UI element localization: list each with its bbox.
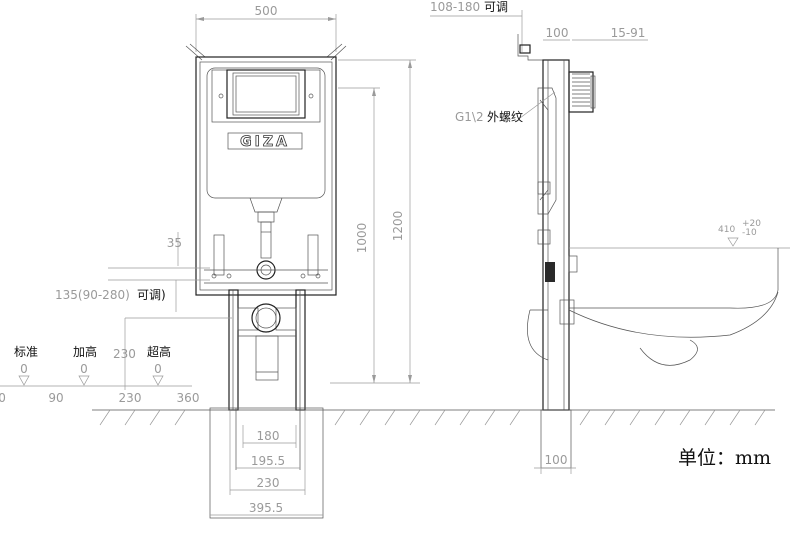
front-view: 500 GIZA bbox=[0, 4, 420, 519]
bowl-tolerance-minus: -10 bbox=[742, 228, 757, 238]
unit-label: 单位：mm bbox=[678, 447, 771, 469]
depth-100-bottom-label: 100 bbox=[545, 453, 568, 467]
thread-spec-label: G1\2 bbox=[455, 110, 484, 124]
side-view: 108-180 可调 100 15-91 G1\2 外螺纹 bbox=[430, 0, 790, 474]
floor-scale-90: 90 bbox=[48, 391, 63, 405]
level-label-standard: 标准 bbox=[14, 345, 38, 359]
top-range-label: 108-180 bbox=[430, 0, 480, 14]
width-dimension-label: 500 bbox=[255, 4, 278, 18]
level-value-extra-high: 0 bbox=[154, 362, 162, 376]
bottom-dim-180: 180 bbox=[257, 429, 280, 443]
bottom-dim-195-5: 195.5 bbox=[251, 454, 285, 468]
level-value-standard: 0 bbox=[20, 362, 28, 376]
bowl-tolerance-plus: +20 bbox=[742, 219, 761, 229]
adjust-note-label: 可调) bbox=[137, 288, 166, 302]
adjust-range-label: 135(90-280) bbox=[55, 288, 130, 302]
height-1000-label: 1000 bbox=[355, 223, 369, 254]
top-adjust-label: 可调 bbox=[484, 0, 508, 14]
depth-100-top-label: 100 bbox=[546, 26, 569, 40]
floor-scale-360: 360 bbox=[177, 391, 200, 405]
height-1200-label: 1200 bbox=[391, 211, 405, 242]
brand-logo: GIZA bbox=[240, 134, 290, 150]
level-label-raised: 加高 bbox=[73, 344, 97, 359]
bowl-height-label: 410 bbox=[718, 225, 735, 235]
bottom-dim-395-5: 395.5 bbox=[249, 501, 283, 515]
thread-type-label: 外螺纹 bbox=[487, 110, 523, 124]
dim-35-label: 35 bbox=[167, 236, 182, 250]
floor-scale-0: 0 bbox=[0, 391, 6, 405]
floor-line bbox=[92, 409, 775, 426]
floor-scale-230: 230 bbox=[119, 391, 142, 405]
bottom-dim-230: 230 bbox=[257, 476, 280, 490]
level-label-extra-high: 超高 bbox=[147, 344, 171, 359]
level-value-raised: 0 bbox=[80, 362, 88, 376]
range-15-91-label: 15-91 bbox=[611, 26, 646, 40]
dim-230-vertical-label: 230 bbox=[113, 347, 136, 361]
